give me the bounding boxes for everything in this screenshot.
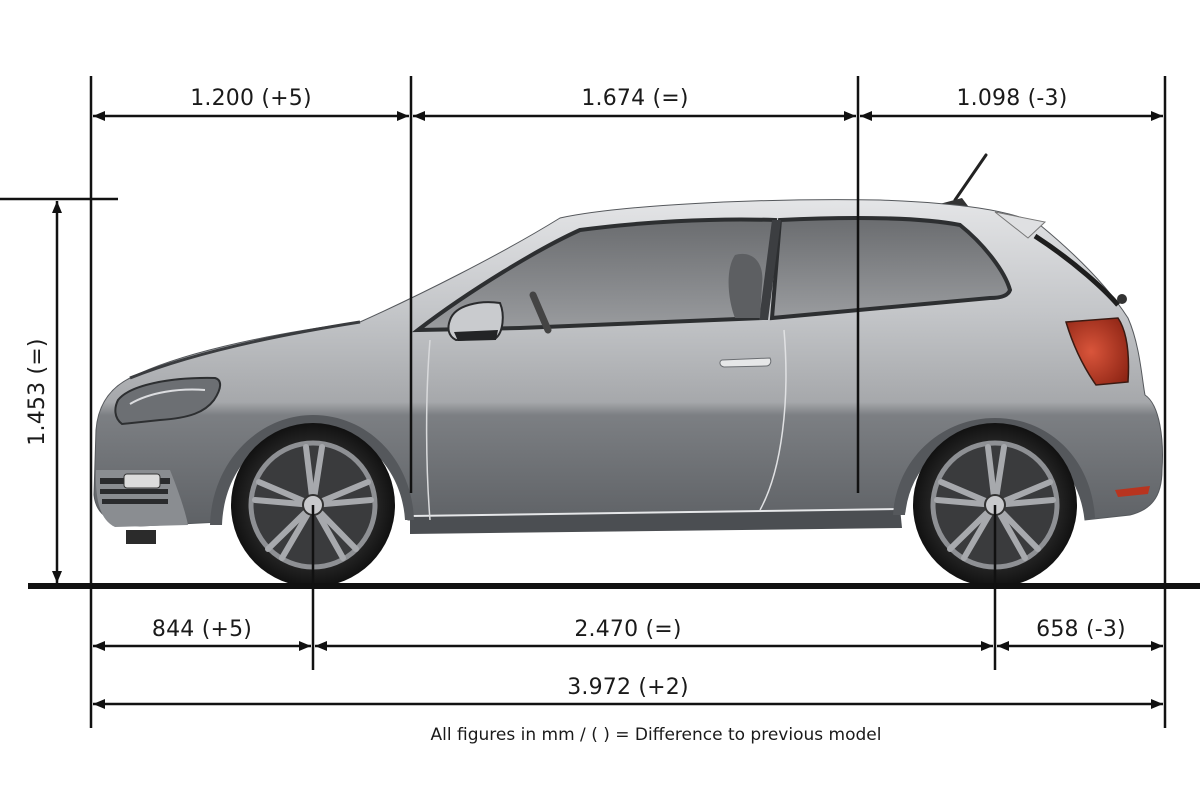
rear-reflector [1115, 486, 1150, 497]
rear-quarter-window [769, 215, 1013, 321]
mirror-cap [454, 330, 498, 341]
fog-light [123, 473, 161, 489]
antenna [953, 153, 988, 202]
steering-wheel [529, 291, 552, 334]
label-height: 1.453 (=) [25, 338, 50, 446]
label-overall-length: 3.972 (+2) [567, 675, 689, 700]
tail-light [1065, 317, 1130, 386]
front-bumper [95, 470, 188, 527]
seat-headrest [728, 253, 763, 318]
door-rear-seam [759, 329, 787, 511]
rear-window-edge [1033, 233, 1120, 307]
headlight-drl [129, 388, 206, 405]
footnote: All figures in mm / ( ) = Difference to … [430, 725, 882, 745]
hood-line [129, 320, 361, 380]
grille-slat [100, 489, 168, 494]
rear-wiper [1117, 294, 1127, 304]
b-pillar [759, 220, 781, 320]
dimension-lines [0, 76, 1200, 728]
label-front-overhang: 844 (+5) [151, 617, 253, 642]
door-handle [719, 357, 772, 368]
label-rear-overhang: 658 (-3) [1036, 617, 1126, 642]
label-c-pillar-to-rear: 1.098 (-3) [956, 86, 1068, 111]
grille-slat [102, 499, 168, 504]
label-front-to-a-pillar: 1.200 (+5) [190, 86, 312, 111]
front-spoiler [126, 530, 156, 544]
door-front-seam [425, 339, 431, 521]
label-wheelbase: 2.470 (=) [574, 617, 682, 642]
front-side-window [411, 217, 778, 333]
roof-spoiler [994, 211, 1047, 239]
sill-highlight [409, 508, 901, 517]
car-illustration [93, 153, 1163, 587]
label-a-to-c-pillar: 1.674 (=) [581, 86, 689, 111]
